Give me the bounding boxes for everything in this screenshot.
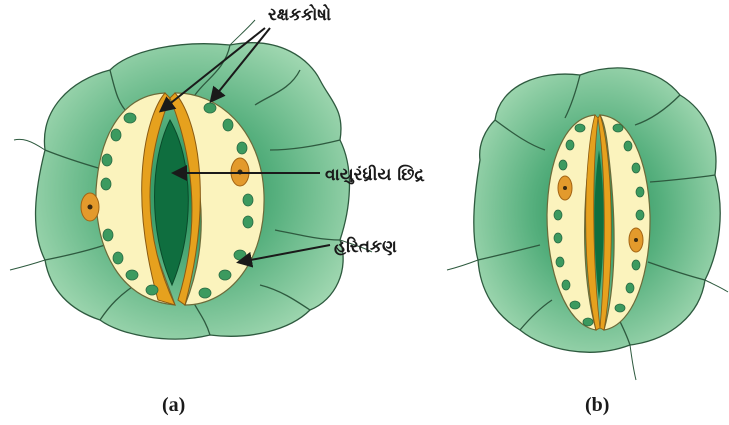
caption-a: (a) <box>162 394 185 416</box>
guard-cells-label: રક્ષકકોષો <box>268 3 331 25</box>
stomatal-pore-label: વાયુરંધ્રીય છિદ્ર <box>325 164 425 185</box>
chloroplast-label: હરિતકણ <box>334 236 397 257</box>
stoma-open <box>10 20 372 339</box>
stoma-closed <box>447 68 728 380</box>
caption-b: (b) <box>585 394 609 416</box>
